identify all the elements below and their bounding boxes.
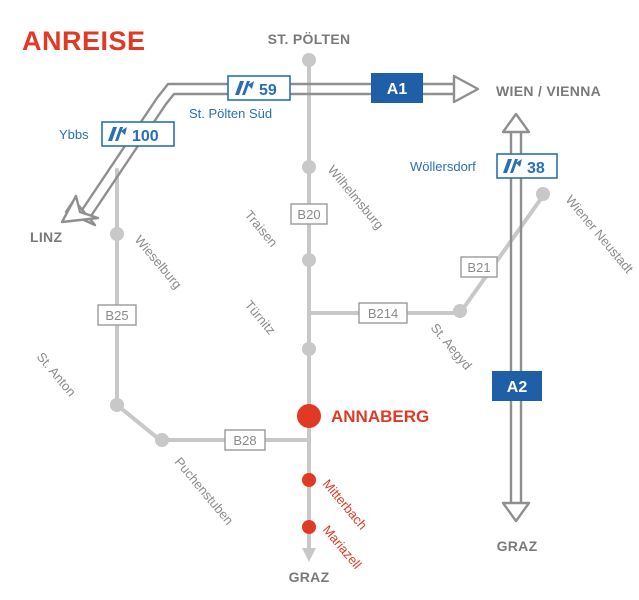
direction-linz: LINZ <box>30 229 62 245</box>
place-wieselburg: Wieselburg <box>132 232 185 291</box>
a2-shield: A2 <box>492 371 542 401</box>
exit-100-badge: 100 <box>101 121 175 147</box>
dot-tuernitz <box>302 342 316 356</box>
a2-north-arrowhead <box>501 112 531 134</box>
place-wilhelmsburg: Wilhelmsburg <box>325 162 387 232</box>
highway-a2 <box>509 130 523 505</box>
dot-traisen <box>302 253 316 267</box>
exit-100-number: 100 <box>132 128 159 145</box>
a1-inner-line <box>90 92 458 217</box>
road-b28-label: B28 <box>233 433 256 448</box>
exit-38-number: 38 <box>527 160 545 177</box>
place-mitterbach: Mitterbach <box>320 476 371 532</box>
road-b20-badge: B20 <box>290 203 328 225</box>
exit-st-poelten-sued-label: St. Pölten Süd <box>189 106 272 121</box>
dot-wieselburg <box>110 227 124 241</box>
a1-outer-line <box>81 82 458 211</box>
a1-shield: A1 <box>371 73 423 103</box>
dot-mitterbach <box>302 473 316 487</box>
page-title: ANREISE <box>22 26 146 56</box>
exit-59-number: 59 <box>259 82 277 99</box>
a2-label: A2 <box>507 379 528 396</box>
place-traisen: Traisen <box>242 207 281 249</box>
dot-wilhelmsburg <box>302 160 316 174</box>
dot-st-aegyd <box>453 304 467 318</box>
dot-annaberg <box>297 404 321 428</box>
a1-label: A1 <box>387 81 408 98</box>
dot-wiener-neustadt <box>536 187 550 201</box>
town-dots <box>110 53 550 447</box>
direction-st-poelten: ST. PÖLTEN <box>268 31 351 47</box>
a2-south-arrowhead <box>501 501 531 523</box>
place-st-anton: St. Anton <box>34 349 79 399</box>
place-wiener-neustadt: Wiener Neustadt <box>563 192 637 276</box>
road-b25-label: B25 <box>105 308 128 323</box>
south-arrowhead <box>302 548 316 562</box>
exit-59-badge: 59 <box>227 75 291 101</box>
road-b214-label: B214 <box>368 306 398 321</box>
exit-38-badge: 38 <box>496 153 558 179</box>
road-b20-label: B20 <box>297 207 320 222</box>
direction-graz-east: GRAZ <box>497 538 538 554</box>
motorway-exit-icon <box>108 127 127 141</box>
motorway-exit-icon <box>503 159 522 173</box>
road-b28-badge: B28 <box>224 429 266 451</box>
road-b214-badge: B214 <box>358 302 408 324</box>
place-puchenstuben: Puchenstuben <box>172 454 237 527</box>
a1-west-arrowhead-shape <box>60 194 100 224</box>
road-b25-line <box>115 168 311 442</box>
exit-ybbs-label: Ybbs <box>59 127 89 142</box>
road-b21-badge: B21 <box>460 256 498 278</box>
place-annaberg: ANNABERG <box>331 407 429 426</box>
road-b21-label: B21 <box>467 260 490 275</box>
highway-a1 <box>81 82 458 217</box>
motorway-exit-icon <box>235 81 254 95</box>
place-tuernitz: Türnitz <box>242 297 279 337</box>
place-st-aegyd: St. Aegyd <box>428 320 475 372</box>
road-b25-badge: B25 <box>97 304 137 326</box>
dot-mariazell <box>302 520 316 534</box>
exit-woellersdorf-label: Wöllersdorf <box>410 159 476 174</box>
direction-wien-vienna: WIEN / VIENNA <box>496 83 601 99</box>
dot-puchenstuben <box>155 433 169 447</box>
dot-st-anton <box>110 398 124 412</box>
road-b21-line <box>458 191 547 315</box>
a1-east-arrowhead <box>452 74 480 104</box>
dot-st-poelten <box>302 53 316 67</box>
direction-graz-center: GRAZ <box>289 569 330 585</box>
